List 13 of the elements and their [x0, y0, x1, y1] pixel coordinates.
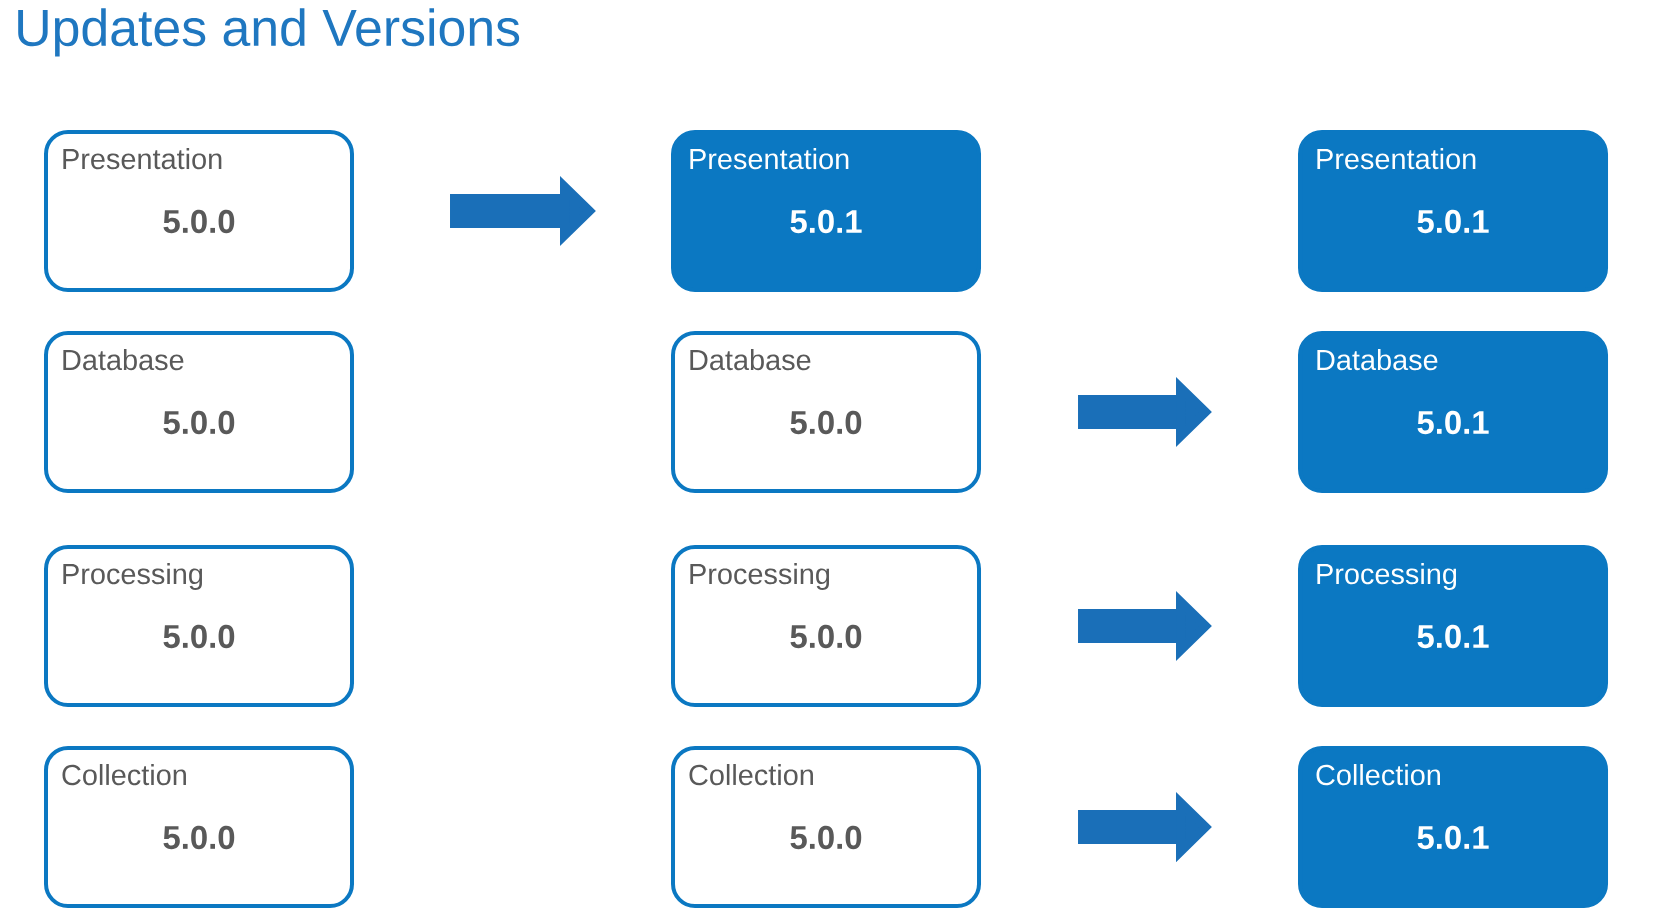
version-box: Processing 5.0.1 — [1298, 545, 1608, 707]
version-box: Presentation 5.0.0 — [44, 130, 354, 292]
version-box: Database 5.0.0 — [671, 331, 981, 493]
version-box: Database 5.0.0 — [44, 331, 354, 493]
version-box: Processing 5.0.0 — [671, 545, 981, 707]
version-box: Collection 5.0.0 — [44, 746, 354, 908]
version-box: Presentation 5.0.1 — [671, 130, 981, 292]
version-box: Collection 5.0.0 — [671, 746, 981, 908]
title: Updates and Versions — [18, 8, 520, 57]
version-box: Presentation 5.0.1 — [1298, 130, 1608, 292]
version-box: Collection 5.0.1 — [1298, 746, 1608, 908]
version-box: Processing 5.0.0 — [44, 545, 354, 707]
version-box: Database 5.0.1 — [1298, 331, 1608, 493]
